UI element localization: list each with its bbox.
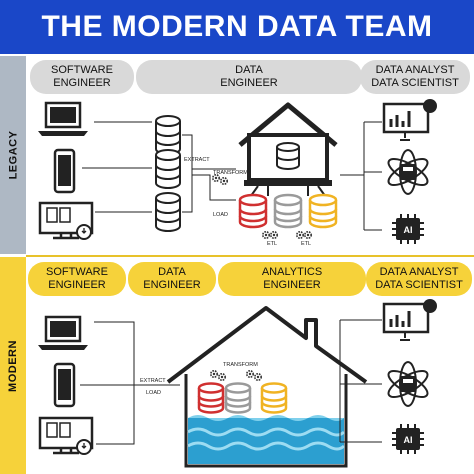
laptop-icon: [38, 101, 88, 136]
atom-icon: [387, 149, 429, 195]
pill-line: DATA: [235, 64, 263, 76]
legacy-transform-label: TRANSFORM: [213, 170, 248, 176]
pill-line: DATA SCIENTIST: [375, 279, 463, 291]
database-icon: [224, 382, 252, 414]
smartphone-icon: [53, 148, 76, 194]
database-icon: [238, 193, 268, 229]
gear-icon: [269, 231, 279, 239]
pill-line: ENGINEER: [220, 77, 278, 89]
atom-icon: [387, 361, 429, 407]
ai-chip-icon: AI: [392, 424, 424, 454]
pill-line: DATA ANALYST: [375, 64, 455, 76]
pill-line: SOFTWARE: [51, 64, 113, 76]
database-icon: [197, 382, 225, 414]
pill-line: DATA SCIENTIST: [371, 77, 459, 89]
monitor-documents-icon: [38, 416, 94, 455]
smartphone-icon: [53, 362, 76, 408]
database-icon: [155, 115, 181, 155]
ai-chip-icon: AI: [392, 214, 424, 244]
legacy-side-band: LEGACY: [0, 56, 26, 254]
modern-load-label: LOAD: [146, 390, 161, 396]
laptop-icon: [38, 315, 88, 350]
ai-chip-label: AI: [404, 435, 413, 445]
ai-chip-label: AI: [404, 225, 413, 235]
bar-chart-board-icon: [382, 299, 437, 341]
warehouse-house-icon: [238, 102, 338, 201]
legacy-etl-label-1: ETL: [267, 241, 278, 247]
pill-line: ANALYTICS: [261, 266, 323, 278]
page-title: THE MODERN DATA TEAM: [41, 10, 433, 43]
legacy-etl-label-2: ETL: [301, 241, 312, 247]
legacy-load-label: LOAD: [213, 212, 228, 218]
gear-icon: [295, 231, 305, 239]
pill-line: DATA ANALYST: [379, 266, 459, 278]
bar-chart-board-icon: [382, 99, 437, 141]
gear-icon: [220, 177, 228, 185]
database-icon: [308, 193, 338, 229]
modern-transform-label: TRANSFORM: [223, 362, 258, 368]
pill-line: ENGINEER: [263, 279, 321, 291]
pill-line: ENGINEER: [143, 279, 201, 291]
modern-connector-lines: [80, 321, 180, 445]
title-bar: THE MODERN DATA TEAM: [0, 0, 474, 54]
section-divider: [26, 255, 474, 257]
gear-icon: [261, 231, 271, 239]
pill-line: ENGINEER: [48, 279, 106, 291]
legacy-extract-label: EXTRACT: [184, 157, 210, 163]
database-icon: [260, 382, 288, 414]
legacy-connector-lines: [82, 121, 152, 213]
pill-line: ENGINEER: [53, 77, 111, 89]
monitor-documents-icon: [38, 201, 94, 240]
gear-icon: [303, 231, 313, 239]
pill-line: SOFTWARE: [46, 266, 108, 278]
database-icon: [155, 192, 181, 232]
database-icon: [155, 149, 181, 189]
pill-line: DATA: [158, 266, 186, 278]
legacy-output-lines: [340, 121, 382, 231]
modern-side-band: MODERN: [0, 257, 26, 474]
etl-connector-lines: [182, 134, 236, 213]
modern-extract-label: EXTRACT: [140, 378, 166, 384]
database-icon: [273, 193, 303, 229]
